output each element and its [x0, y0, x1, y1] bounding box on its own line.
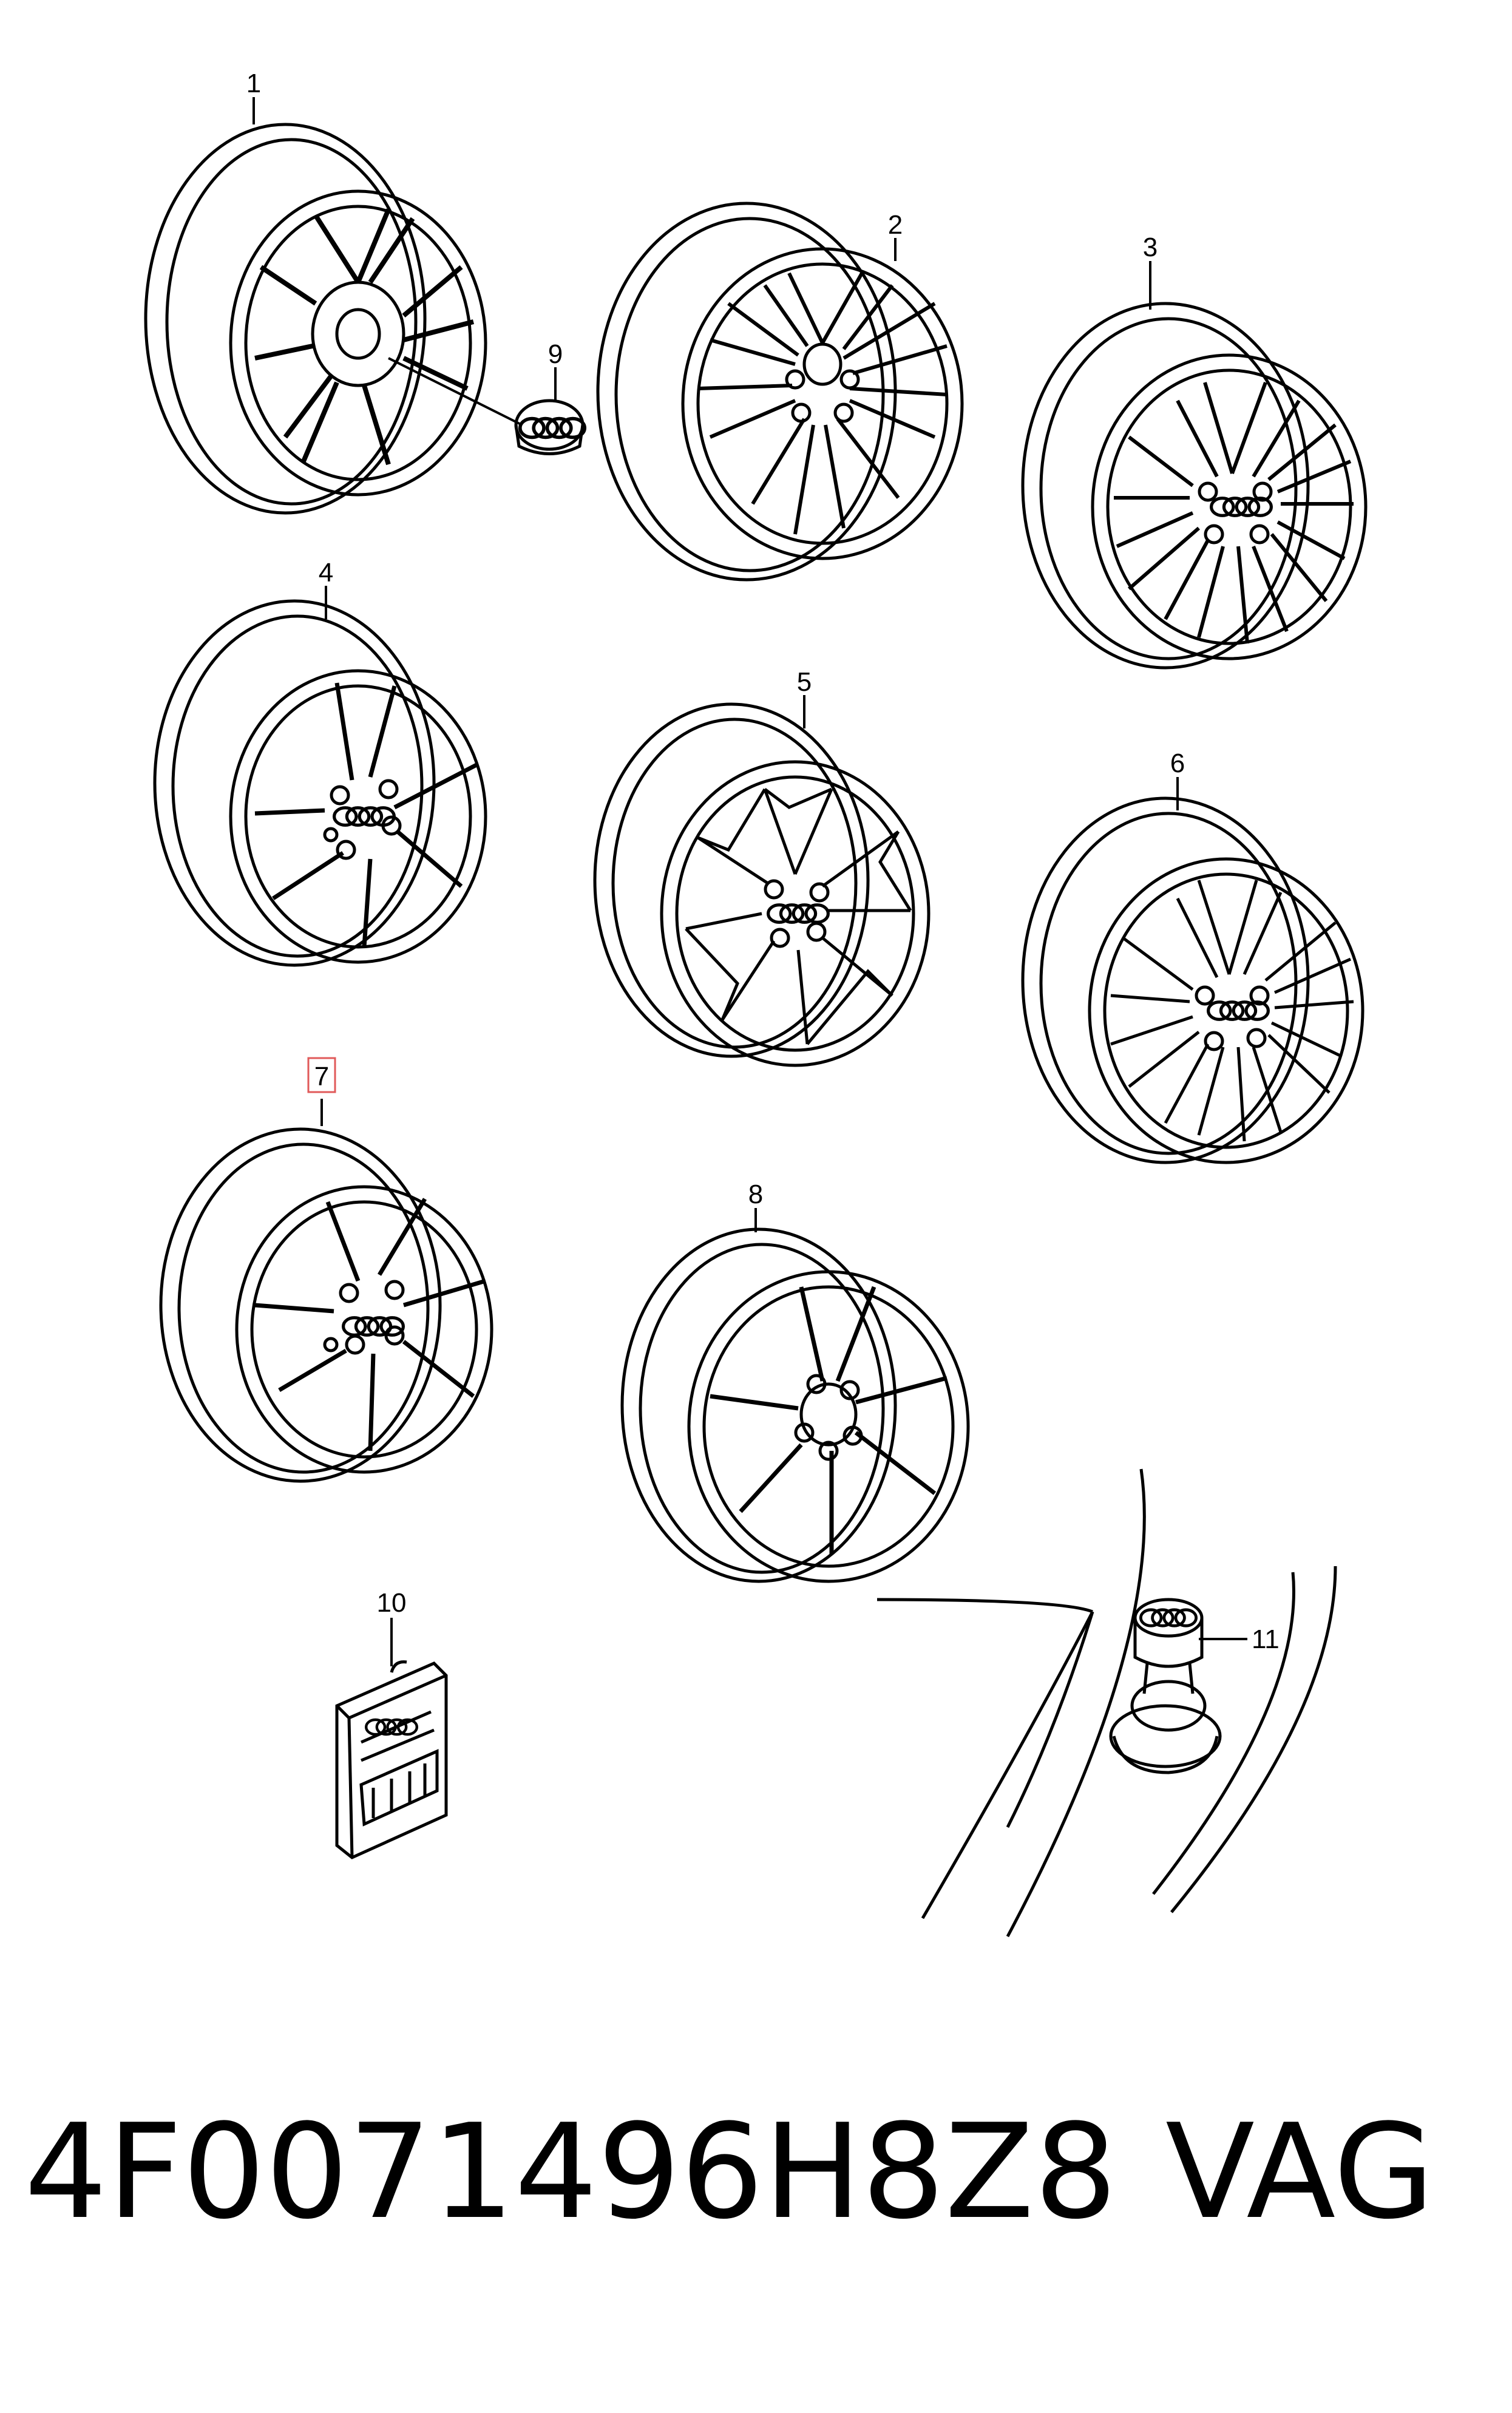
callout-1[interactable]: 1 — [246, 69, 261, 98]
wheel-5[interactable] — [593, 702, 931, 1067]
valve-cap-11[interactable] — [876, 1468, 1337, 1938]
wheel-6[interactable] — [1021, 796, 1365, 1164]
callout-5[interactable]: 5 — [797, 667, 812, 697]
callout-4[interactable]: 4 — [319, 558, 333, 588]
callout-6[interactable]: 6 — [1170, 748, 1185, 778]
callout-3[interactable]: 3 — [1143, 232, 1158, 262]
callout-7[interactable]: 7 — [314, 1062, 329, 1091]
wheel-4[interactable] — [153, 599, 487, 967]
callout-9[interactable]: 9 — [548, 339, 563, 369]
wheel-1[interactable] — [144, 123, 523, 515]
leader-lines — [253, 97, 1247, 1666]
callout-8[interactable]: 8 — [748, 1179, 763, 1209]
callout-2[interactable]: 2 — [888, 210, 903, 240]
brand-name: VAG — [1165, 2096, 1435, 2248]
wheel-3[interactable] — [1021, 302, 1368, 670]
wheel-8[interactable] — [620, 1227, 970, 1583]
callout-11[interactable]: 11 — [1252, 1624, 1280, 1654]
wheel-cap-9[interactable] — [514, 399, 585, 455]
callout-7-highlight — [307, 1057, 336, 1093]
package-10[interactable] — [335, 1660, 448, 1859]
wheel-7[interactable] — [159, 1127, 493, 1483]
part-number: 4F0071496H8Z8 — [24, 2096, 1117, 2248]
wheel-2[interactable] — [596, 202, 964, 582]
callout-10[interactable]: 10 — [377, 1588, 407, 1618]
footer: 4F0071496H8Z8 VAG — [24, 2106, 1493, 2264]
